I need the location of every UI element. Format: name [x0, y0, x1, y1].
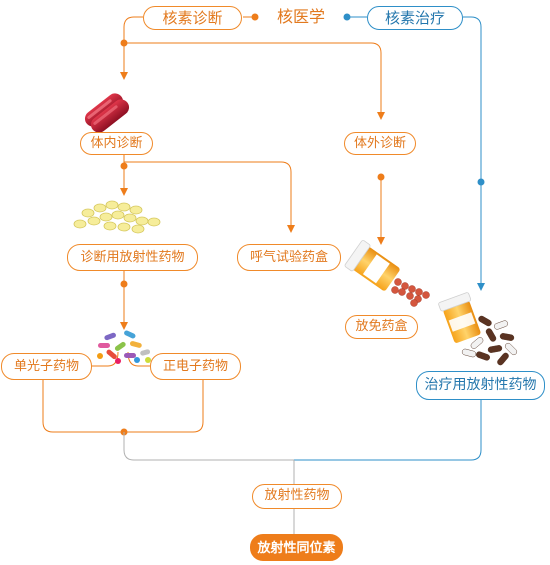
pill-bottle-spill-icon — [438, 292, 518, 366]
node-nuclide-diagnosis: 核素诊断 — [143, 6, 242, 30]
node-single-photon-drug: 单光子药物 — [1, 353, 92, 380]
line-therapy-to-therapeutic-drugs — [463, 16, 485, 291]
junction-dot — [120, 39, 128, 47]
junction-dot — [251, 13, 259, 21]
line-diagnostic-merge — [42, 379, 204, 433]
pill-bottle-icon — [344, 240, 430, 307]
node-nuclide-therapy: 核素治疗 — [367, 6, 463, 30]
line-left-branch-to-in-vivo — [120, 16, 143, 80]
connector-lines — [42, 13, 485, 534]
tablets-icon — [73, 200, 161, 234]
junction-dot — [120, 162, 128, 170]
node-therapeutic-radiopharmaceuticals: 治疗用放射性药物 — [416, 371, 545, 400]
node-breath-test-kit: 呼气试验药盒 — [237, 244, 341, 271]
node-radioimmunoassay-kit: 放免药盒 — [345, 315, 418, 339]
node-in-vivo-diagnosis: 体内诊断 — [80, 132, 153, 155]
node-positron-drug: 正电子药物 — [150, 353, 241, 380]
line-to-in-vitro — [124, 42, 385, 120]
node-nuclear-medicine: 核医学 — [276, 7, 325, 26]
node-in-vitro-diagnosis: 体外诊断 — [344, 132, 416, 155]
node-radioisotope: 放射性同位素 — [250, 534, 343, 561]
node-radiopharmaceuticals: 放射性药物 — [252, 484, 342, 509]
junction-dot — [377, 173, 385, 181]
line-therapy-merge — [294, 399, 482, 461]
junction-dot — [477, 178, 485, 186]
capsule-icon — [84, 93, 130, 133]
mixed-pills-icon — [97, 330, 151, 364]
line-to-breath-kit — [124, 161, 295, 233]
junction-dot — [343, 13, 351, 21]
node-diagnostic-radiopharmaceuticals: 诊断用放射性药物 — [67, 244, 198, 271]
